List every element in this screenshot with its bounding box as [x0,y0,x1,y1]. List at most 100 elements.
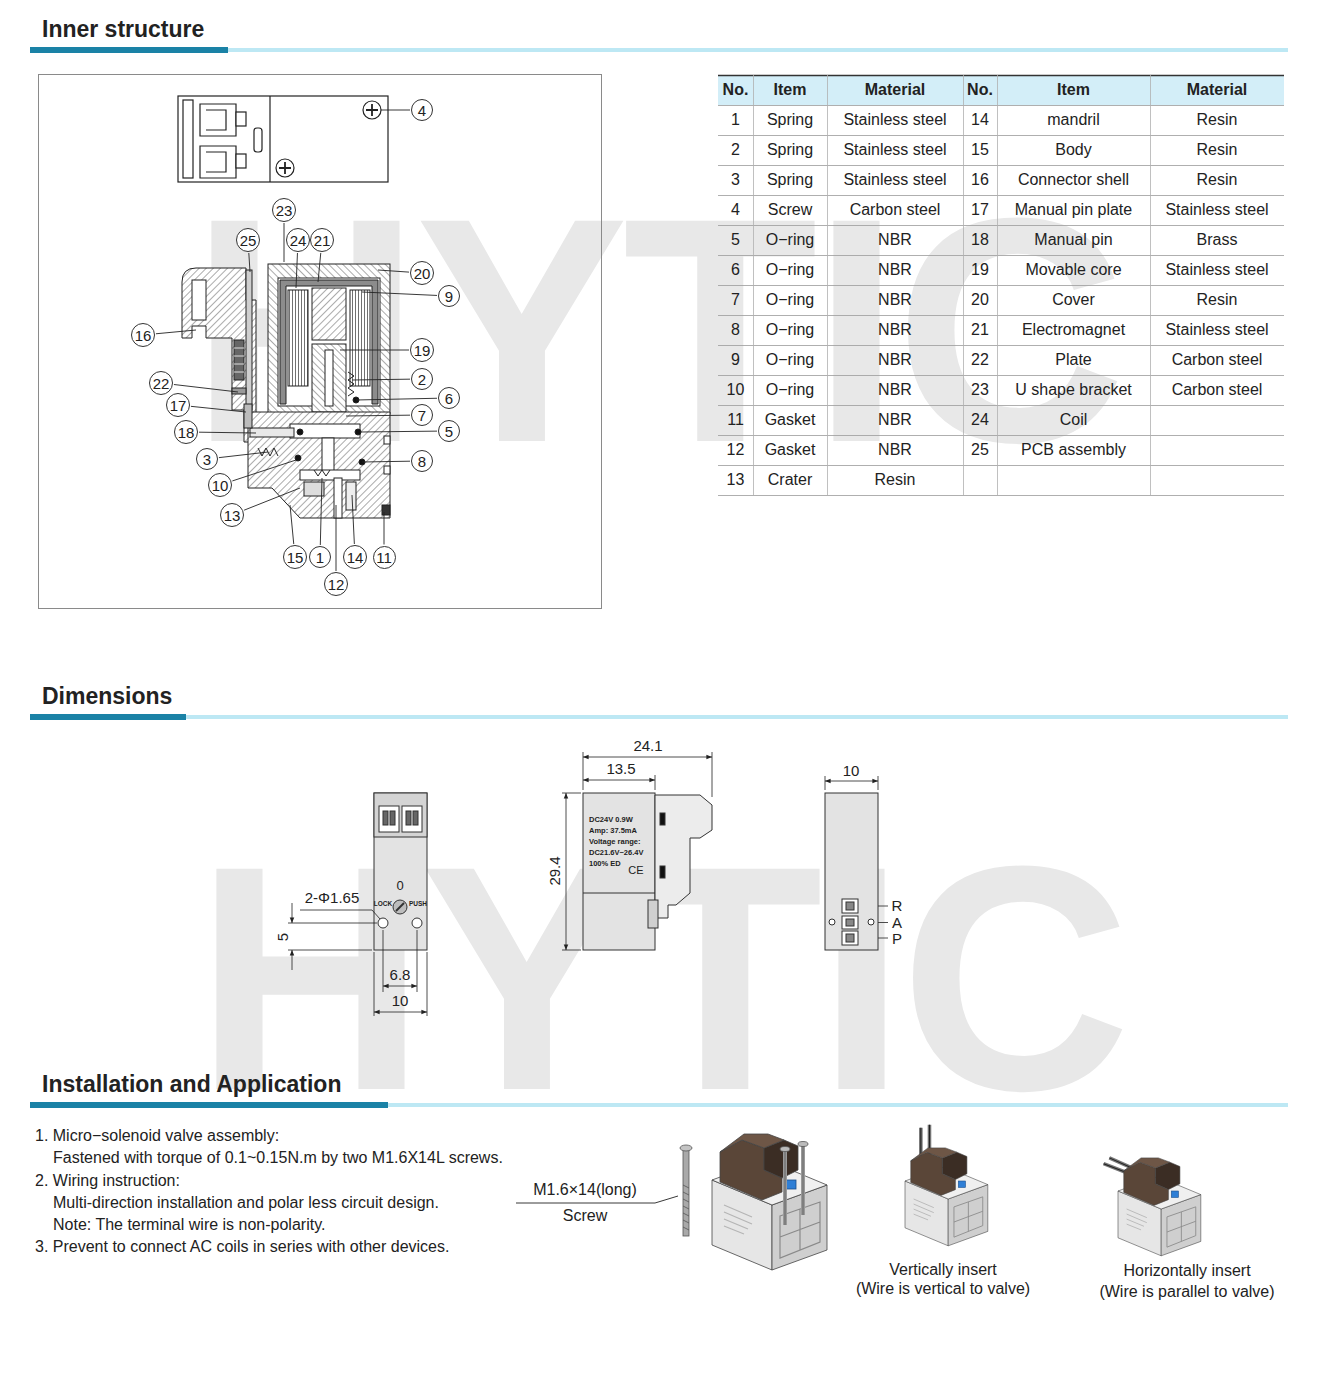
callout-circle: 10 [208,473,232,497]
heading-bar [30,47,228,53]
leader-line [232,460,296,481]
leader-line [346,415,410,417]
callout-number: 5 [445,424,453,439]
valve-illustration [914,1199,934,1220]
valve-section [384,466,390,474]
front-view [393,900,407,914]
table-cell: 20 [971,291,989,309]
leader-line [362,292,437,295]
callout-circle: 19 [410,338,434,362]
top-view [269,96,270,182]
annotation-text: 29.4 [546,856,563,885]
front-view [374,793,427,950]
valve-illustration [1124,1158,1170,1171]
valve-section [325,350,333,406]
dimension-line [566,793,567,950]
table-cell: 18 [971,231,989,249]
dimension-line [583,757,712,758]
annotation-text: Horizontally insert [1123,1262,1250,1280]
callout-number: 3 [203,452,211,467]
end-view [842,916,858,929]
table-cell: 8 [731,321,740,339]
dimension-line [374,1012,427,1013]
annotation-text: 10 [392,992,409,1009]
front-view [378,918,388,928]
side-view [583,893,655,894]
front-view [383,811,388,825]
valve-illustration [785,1145,803,1225]
annotation-text: 3. Prevent to connect AC coils in series… [35,1238,449,1256]
valve-section [250,428,294,437]
leader-line [340,350,409,351]
end-view [829,919,835,925]
annotation-text: M1.6×14(long) [533,1181,637,1199]
table-cell: NBR [878,411,912,429]
valve-section [346,482,356,510]
side-view [660,866,665,878]
front-view [379,806,399,832]
front-view [390,811,395,825]
callout-number: 11 [376,550,392,565]
section-heading: Installation and Application [42,1071,341,1097]
table-cell: Resin [875,471,916,489]
annotation-text: CE [628,864,643,877]
table-cell: 3 [731,171,740,189]
callout-circle: 1 [309,546,331,568]
parts-table [963,75,964,495]
callout-circle: 14 [343,545,367,569]
valve-section [246,270,252,410]
callout-circle: 7 [411,404,433,426]
callout-circle: 22 [149,371,173,395]
end-view [846,934,854,942]
parts-table [718,75,1284,105]
annotation-text: 100% ED [589,860,621,869]
front-view [402,806,422,832]
top-view [276,159,294,177]
table-cell: Stainless steel [843,141,946,159]
parts-table [718,405,1284,406]
table-cell: O−ring [766,381,814,399]
parts-table [718,135,1284,136]
annotation-text: Fastened with torque of 0.1~0.15N.m by t… [53,1149,503,1167]
table-cell: 11 [727,411,744,429]
table-cell: 16 [971,171,989,189]
callout-number: 2 [418,372,426,387]
leader-line [156,330,196,334]
leader-line [174,385,238,392]
figure-frame [39,75,602,609]
leader-line [156,110,437,571]
top-view [254,128,262,152]
leader-line [352,379,410,381]
leader-line [318,253,321,282]
callout-circle: 6 [438,387,460,409]
parts-table [753,75,754,495]
parts-table [718,105,1284,106]
top-view [183,100,193,178]
valve-section [288,290,308,386]
table-cell: Brass [1197,231,1238,249]
heading-bar [30,1102,388,1108]
front-view [396,903,404,911]
parts-table [718,255,1284,256]
leader-line [191,406,246,412]
callout-number: 7 [418,408,426,423]
screw-illustration [683,1150,689,1236]
table-cell: Resin [1197,171,1238,189]
callout-circle: 15 [283,545,307,569]
annotation-text: Note: The terminal wire is non-polarity. [53,1216,325,1234]
table-cell: Resin [1197,291,1238,309]
callout-number: 4 [418,103,426,118]
side-view [655,795,712,918]
callout-circle: 12 [324,572,348,596]
table-cell: 17 [971,201,989,219]
annotation-text: 6.8 [390,966,411,983]
annotation-text: 2. Wiring instruction: [35,1172,180,1190]
dimension-line [878,776,879,790]
table-cell: Stainless steel [843,111,946,129]
annotation-text: PUSH [409,900,427,907]
callout-circle: 21 [310,228,334,252]
dimension-line [562,793,581,794]
valve-illustration [1167,1207,1196,1247]
valve-section [382,505,390,515]
